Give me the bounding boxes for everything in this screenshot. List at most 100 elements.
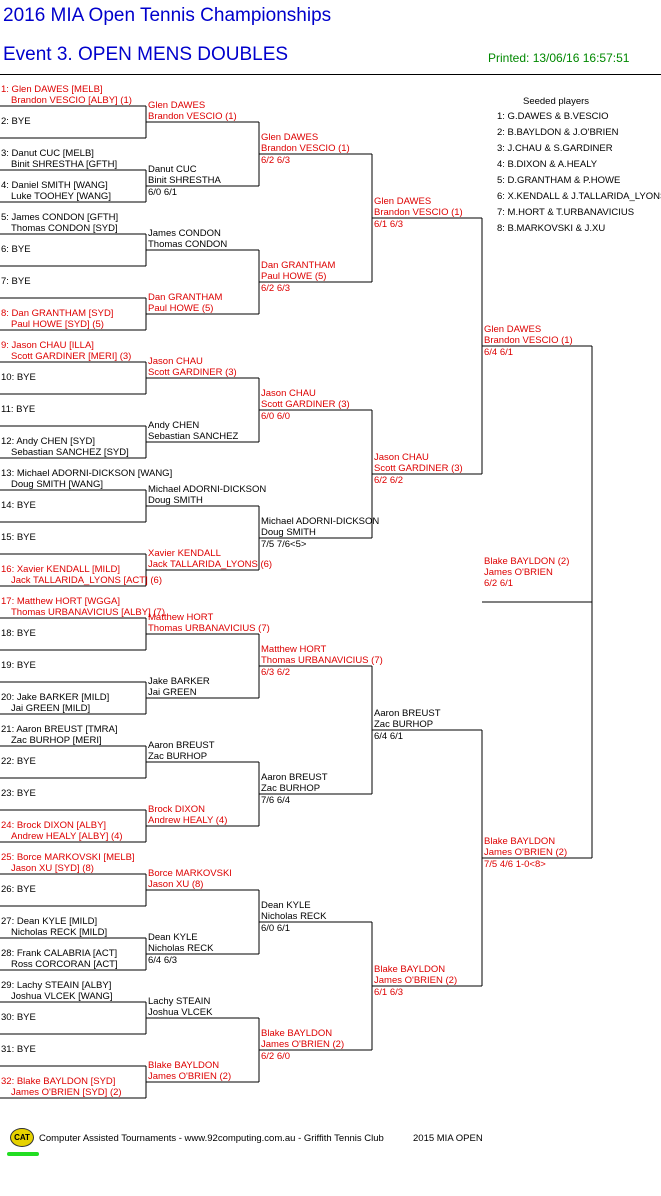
draw-entry-line2: Thomas CONDON [SYD] (11, 223, 118, 234)
match-winner-line2: Joshua VLCEK (148, 1007, 213, 1018)
cat-logo: CAT (10, 1128, 34, 1147)
draw-entry-line1: 2: BYE (1, 116, 31, 127)
seeded-player-item: 7: M.HORT & T.URBANAVICIUS (497, 207, 635, 218)
draw-entry-line2: Thomas URBANAVICIUS [ALBY] (7) (11, 607, 165, 618)
match-score: 6/2 6/3 (261, 283, 291, 294)
draw-entry-line2: Nicholas RECK [MILD] (11, 927, 108, 938)
draw-entry-line1: 28: Frank CALABRIA [ACT] (1, 948, 118, 959)
match-winner-line1: Xavier KENDALL (148, 548, 221, 559)
seeded-player-item: 8: B.MARKOVSKI & J.XU (497, 223, 606, 234)
match-winner-line1: Dean KYLE (261, 900, 311, 911)
cat-logo-underline (7, 1152, 39, 1156)
match-winner-line2: Scott GARDINER (3) (148, 367, 237, 378)
seeded-players-title: Seeded players (523, 96, 590, 107)
match-score: 6/0 6/0 (261, 411, 291, 422)
match-score: 7/5 7/6<5> (261, 539, 307, 550)
match-score: 6/1 6/3 (374, 987, 404, 998)
match-winner-line1: Jake BARKER (148, 676, 210, 687)
match-score: 7/6 6/4 (261, 795, 291, 806)
match-score: 6/0 6/1 (261, 923, 291, 934)
draw-entry-line2: Andrew HEALY [ALBY] (4) (11, 831, 123, 842)
match-winner-line2: Thomas URBANAVICIUS (7) (148, 623, 270, 634)
draw-entry-line2: Zac BURHOP [MERI] (11, 735, 102, 746)
seeded-player-item: 6: X.KENDALL & J.TALLARIDA_LYONS (497, 191, 661, 202)
draw-entry-line2: Scott GARDINER [MERI] (3) (11, 351, 132, 362)
draw-entry-line1: 9: Jason CHAU [ILLA] (1, 340, 94, 351)
draw-entry-line1: 14: BYE (1, 500, 36, 511)
draw-entry-line2: Brandon VESCIO [ALBY] (1) (11, 95, 132, 106)
match-winner-line2: Brandon VESCIO (1) (261, 143, 350, 154)
match-winner-line2: Paul HOWE (5) (148, 303, 214, 314)
match-winner-line2: Thomas URBANAVICIUS (7) (261, 655, 383, 666)
draw-entry-line1: 8: Dan GRANTHAM [SYD] (1, 308, 114, 319)
draw-entry-line2: James O'BRIEN [SYD] (2) (11, 1087, 122, 1098)
match-winner-line2: Brandon VESCIO (1) (374, 207, 463, 218)
match-winner-line2: Binit SHRESTHA (148, 175, 221, 186)
match-winner-line2: James O'BRIEN (2) (484, 847, 568, 858)
match-winner-line1: Glen DAWES (374, 196, 432, 207)
draw-entry-line1: 18: BYE (1, 628, 36, 639)
draw-entry-line2: Sebastian SANCHEZ [SYD] (11, 447, 129, 458)
match-winner-line2: James O'BRIEN (2) (148, 1071, 232, 1082)
match-winner-line2: Zac BURHOP (261, 783, 321, 794)
match-winner-line1: Danut CUC (148, 164, 197, 175)
match-winner-line1: Blake BAYLDON (148, 1060, 220, 1071)
draw-entry-line1: 7: BYE (1, 276, 31, 287)
match-winner-line2: Scott GARDINER (3) (374, 463, 463, 474)
draw-entry-line1: 23: BYE (1, 788, 36, 799)
match-winner-line1: Michael ADORNI-DICKSON (148, 484, 267, 495)
draw-entry-line2: Jason XU [SYD] (8) (11, 863, 94, 874)
draw-entry-line2: Jai GREEN [MILD] (11, 703, 91, 714)
seeded-player-item: 1: G.DAWES & B.VESCIO (497, 111, 609, 122)
match-score: 6/0 6/1 (148, 187, 178, 198)
header-divider (0, 74, 661, 75)
draw-entry-line1: 11: BYE (1, 404, 36, 415)
match-score: 6/2 6/2 (374, 475, 404, 486)
match-winner-line2: Nicholas RECK (148, 943, 214, 954)
event-title: Event 3. OPEN MENS DOUBLES (3, 44, 289, 65)
draw-entry-line1: 3: Danut CUC [MELB] (1, 148, 94, 159)
match-winner-line1: Glen DAWES (261, 132, 319, 143)
draw-entry-line2: Paul HOWE [SYD] (5) (11, 319, 104, 330)
draw-entry-line1: 32: Blake BAYLDON [SYD] (1, 1076, 116, 1087)
draw-entry-line1: 26: BYE (1, 884, 36, 895)
draw-entry-line1: 15: BYE (1, 532, 36, 543)
match-winner-line2: Nicholas RECK (261, 911, 327, 922)
match-winner-line2: Paul HOWE (5) (261, 271, 327, 282)
draw-entry-line2: Doug SMITH [WANG] (11, 479, 104, 490)
match-winner-line1: Matthew HORT (148, 612, 214, 623)
match-winner-line1: Dean KYLE (148, 932, 198, 943)
match-winner-line1: Michael ADORNI-DICKSON (261, 516, 380, 527)
seeded-player-item: 4: B.DIXON & A.HEALY (497, 159, 598, 170)
match-winner-line2: Doug SMITH (261, 527, 316, 538)
printed-timestamp: Printed: 13/06/16 16:57:51 (488, 51, 630, 65)
match-winner-line1: Dan GRANTHAM (148, 292, 223, 303)
match-winner-line2: Andrew HEALY (4) (148, 815, 228, 826)
match-winner-line2: James O'BRIEN (2) (374, 975, 458, 986)
seeded-player-item: 2: B.BAYLDON & J.O'BRIEN (497, 127, 619, 138)
draw-entry-line1: 4: Daniel SMITH [WANG] (1, 180, 108, 191)
champion-score: 6/2 6/1 (484, 578, 514, 589)
match-winner-line1: Glen DAWES (484, 324, 542, 335)
match-winner-line2: Brandon VESCIO (1) (148, 111, 237, 122)
footer-credit: Computer Assisted Tournaments - www.92co… (39, 1133, 384, 1144)
match-winner-line2: Jack TALLARIDA_LYONS (6) (148, 559, 273, 570)
draw-entry-line1: 27: Dean KYLE [MILD] (1, 916, 98, 927)
match-winner-line1: James CONDON (148, 228, 221, 239)
draw-entry-line1: 1: Glen DAWES [MELB] (1, 84, 103, 95)
page-title: 2016 MIA Open Tennis Championships (3, 5, 332, 26)
match-score: 6/4 6/1 (374, 731, 404, 742)
match-winner-line1: Andy CHEN (148, 420, 200, 431)
draw-entry-line1: 25: Borce MARKOVSKI [MELB] (1, 852, 135, 863)
match-winner-line1: Glen DAWES (148, 100, 206, 111)
draw-entry-line1: 21: Aaron BREUST [TMRA] (1, 724, 118, 735)
match-winner-line1: Aaron BREUST (148, 740, 215, 751)
draw-entry-line1: 30: BYE (1, 1012, 36, 1023)
draw-entry-line1: 5: James CONDON [GFTH] (1, 212, 119, 223)
match-winner-line2: Brandon VESCIO (1) (484, 335, 573, 346)
match-winner-line2: Doug SMITH (148, 495, 203, 506)
champion-line1: Blake BAYLDON (2) (484, 556, 570, 567)
match-score: 6/1 6/3 (374, 219, 404, 230)
match-winner-line1: Dan GRANTHAM (261, 260, 336, 271)
